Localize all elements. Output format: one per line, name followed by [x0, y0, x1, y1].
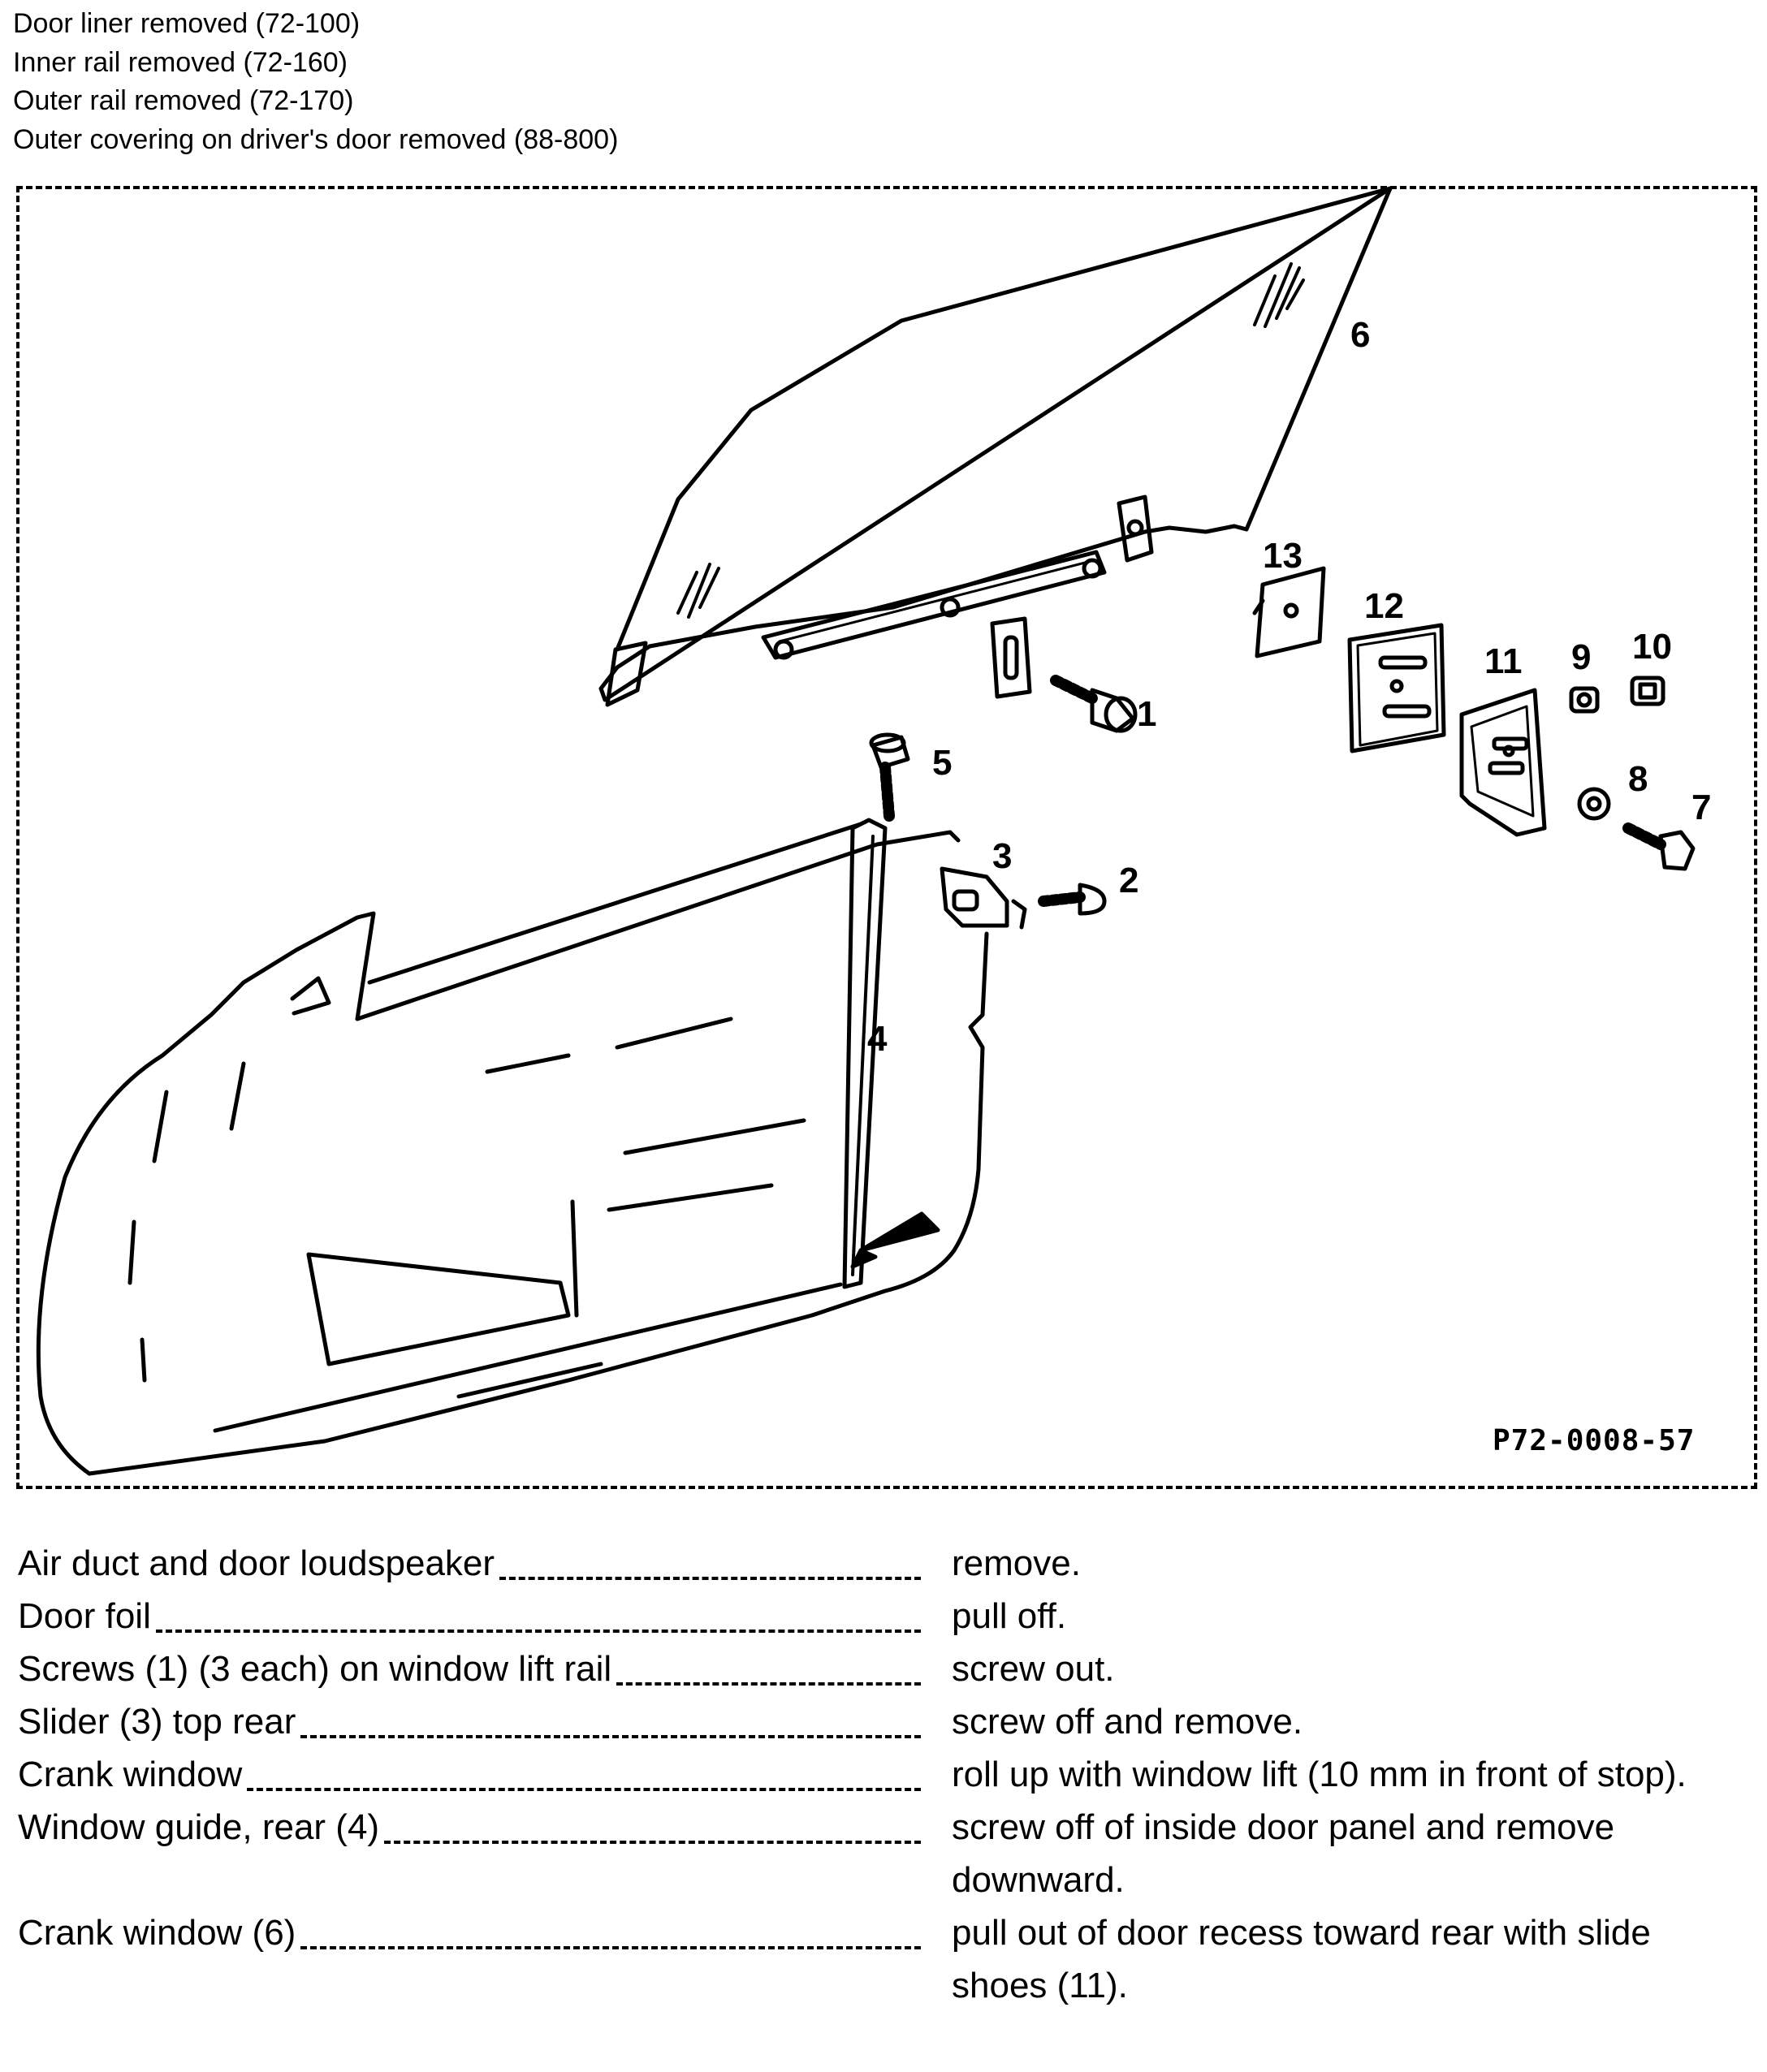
step-part: Door foil [18, 1596, 151, 1636]
bolt-7-part [1622, 822, 1696, 871]
exploded-view-figure [36, 186, 1696, 1476]
step-action: pull out of door recess toward rear with… [952, 1913, 1651, 2005]
callout-12: 12 [1364, 586, 1404, 626]
prerequisite-item: Inner rail removed (72-160) [13, 46, 348, 78]
procedure-step: Slider (3) top rear screw off and remove… [18, 1695, 1748, 1748]
leader-dots [300, 1735, 921, 1738]
procedure-step: Door foil pull off. [18, 1590, 1748, 1642]
procedure-step: Screws (1) (3 each) on window lift rail … [18, 1642, 1748, 1695]
procedure-step: Crank window roll up with window lift (1… [18, 1748, 1748, 1801]
nut-9-part [1569, 686, 1600, 714]
step-part: Crank window (6) [18, 1913, 296, 1953]
nut-10-part [1630, 676, 1665, 706]
callout-11: 11 [1484, 641, 1523, 681]
screw-1-part [1050, 675, 1138, 733]
callout-7: 7 [1691, 788, 1712, 827]
step-part: Screws (1) (3 each) on window lift rail [18, 1649, 612, 1689]
step-action: screw out. [952, 1649, 1115, 1689]
step-action: screw off and remove. [952, 1702, 1303, 1742]
prerequisite-item: Outer rail removed (72-170) [13, 85, 354, 116]
figure-code: P72-0008-57 [1493, 1424, 1696, 1457]
callout-13: 13 [1263, 536, 1303, 576]
leader-dots [499, 1577, 921, 1580]
washer-8-part [1577, 787, 1611, 821]
door-panel-part [36, 818, 989, 1476]
step-part: Air duct and door loudspeaker [18, 1543, 495, 1583]
step-action: screw off of inside door panel and remov… [952, 1807, 1615, 1900]
leader-dots [155, 1630, 921, 1633]
callout-8: 8 [1628, 759, 1648, 799]
callout-9: 9 [1571, 637, 1592, 677]
procedure-step: Window guide, rear (4) screw off of insi… [18, 1801, 1748, 1906]
plate-12-part [1347, 623, 1446, 753]
window-glass-part [598, 186, 1393, 707]
prerequisite-item: Door liner removed (72-100) [13, 8, 361, 39]
procedure-step: Crank window (6) pull out of door recess… [18, 1906, 1748, 2012]
leader-dots [384, 1841, 921, 1844]
callout-3: 3 [992, 836, 1013, 876]
slider-3-part [940, 866, 1027, 930]
callout-6: 6 [1350, 315, 1371, 355]
prerequisites-list: Door liner removed (72-100) Inner rail r… [13, 5, 618, 159]
figure-frame [16, 186, 1757, 1489]
step-part: Window guide, rear (4) [18, 1807, 380, 1847]
slide-shoe-11-part [1459, 688, 1547, 837]
prerequisite-item: Outer covering on driver's door removed … [13, 123, 619, 155]
leader-dots [616, 1682, 921, 1686]
callout-2: 2 [1119, 861, 1139, 900]
slider-block-part [990, 616, 1032, 699]
leader-dots [300, 1946, 921, 1949]
screw-2-part [1038, 883, 1107, 916]
plate-13-part [1252, 566, 1326, 658]
step-action: pull off. [952, 1596, 1067, 1636]
callout-10: 10 [1632, 627, 1672, 667]
procedure-steps: Air duct and door loudspeaker remove. Do… [18, 1537, 1748, 2012]
step-action: remove. [952, 1543, 1081, 1583]
leader-dots [247, 1788, 921, 1791]
callout-5: 5 [932, 743, 953, 783]
callout-1: 1 [1137, 694, 1157, 734]
screw-5-part [869, 732, 910, 822]
procedure-step: Air duct and door loudspeaker remove. [18, 1537, 1748, 1590]
step-part: Slider (3) top rear [18, 1702, 296, 1742]
step-part: Crank window [18, 1755, 243, 1794]
step-action: roll up with window lift (10 mm in front… [952, 1755, 1687, 1794]
callout-4: 4 [867, 1019, 888, 1059]
